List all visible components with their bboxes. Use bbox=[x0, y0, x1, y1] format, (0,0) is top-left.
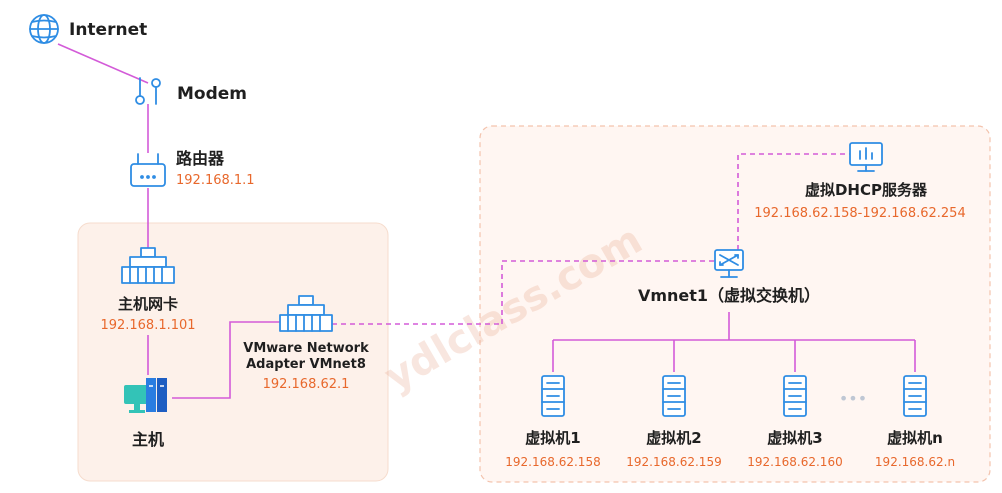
server-icon bbox=[903, 375, 927, 417]
link-switch-vmnet8 bbox=[501, 260, 718, 324]
network-adapter-icon bbox=[279, 295, 333, 332]
modem-node: Modem bbox=[135, 77, 247, 105]
router-icon bbox=[130, 153, 166, 187]
server-icon bbox=[783, 375, 807, 417]
monitor-icon bbox=[849, 142, 883, 172]
host-nic-ip: 192.168.1.101 bbox=[100, 318, 195, 333]
host-label: 主机 bbox=[132, 430, 164, 449]
modem-label: Modem bbox=[177, 84, 247, 104]
vm-label: 虚拟机3 bbox=[767, 429, 822, 447]
vmnet1-label: Vmnet1（虚拟交换机） bbox=[638, 286, 820, 305]
vm-ip: 192.168.62.n bbox=[875, 455, 955, 469]
internet-node: Internet bbox=[29, 14, 147, 44]
server-icon bbox=[541, 375, 565, 417]
vmnet8-ip: 192.168.62.1 bbox=[263, 377, 350, 392]
network-adapter-icon bbox=[121, 247, 175, 284]
vmnet8-label-line2: Adapter VMnet8 bbox=[246, 357, 366, 372]
vm-label: 虚拟机2 bbox=[646, 429, 701, 447]
vm-ip: 192.168.62.160 bbox=[747, 455, 842, 469]
vm-list: 虚拟机1 192.168.62.158 虚拟机2 192.168.62.159 虚拟机3… bbox=[505, 375, 955, 469]
router-label: 路由器 bbox=[176, 149, 225, 168]
vmnet8-node: VMware Network Adapter VMnet8 192.168.62… bbox=[243, 295, 369, 392]
link-host-vmnet8 bbox=[172, 321, 280, 399]
link-internet-modem bbox=[57, 43, 149, 84]
host-zone bbox=[77, 222, 389, 482]
virtual-network-zone bbox=[479, 125, 991, 483]
vm-node: 虚拟机3 192.168.62.160 bbox=[747, 375, 843, 469]
computer-icon bbox=[124, 378, 167, 413]
vm-node: 虚拟机2 192.168.62.159 bbox=[626, 375, 722, 469]
vm-label: 虚拟机1 bbox=[525, 429, 580, 447]
host-nic-label: 主机网卡 bbox=[118, 295, 178, 313]
vmnet1-node: Vmnet1（虚拟交换机） bbox=[638, 249, 820, 305]
server-icon bbox=[662, 375, 686, 417]
vmnet8-label-line1: VMware Network bbox=[243, 341, 369, 356]
vm-ip: 192.168.62.159 bbox=[626, 455, 721, 469]
vm-label: 虚拟机n bbox=[887, 429, 943, 447]
modem-icon bbox=[135, 77, 161, 105]
vm-ip: 192.168.62.158 bbox=[505, 455, 600, 469]
more-vms-ellipsis: ••• bbox=[839, 389, 867, 408]
router-node: 路由器 192.168.1.1 bbox=[130, 149, 255, 188]
dhcp-label: 虚拟DHCP服务器 bbox=[805, 181, 928, 199]
internet-label: Internet bbox=[69, 20, 147, 40]
dhcp-node: 虚拟DHCP服务器 192.168.62.158-192.168.62.254 bbox=[754, 142, 966, 221]
link-switch-dhcp bbox=[737, 153, 850, 250]
vm-node: 虚拟机1 192.168.62.158 bbox=[505, 375, 601, 469]
dhcp-ip: 192.168.62.158-192.168.62.254 bbox=[754, 206, 965, 221]
host-node: 主机 bbox=[124, 378, 167, 449]
connections bbox=[57, 43, 916, 399]
router-ip: 192.168.1.1 bbox=[176, 173, 255, 188]
switch-icon bbox=[714, 249, 744, 278]
vm-node: 虚拟机n 192.168.62.n bbox=[875, 375, 955, 469]
host-nic-node: 主机网卡 192.168.1.101 bbox=[100, 247, 196, 333]
globe-icon bbox=[29, 14, 59, 44]
